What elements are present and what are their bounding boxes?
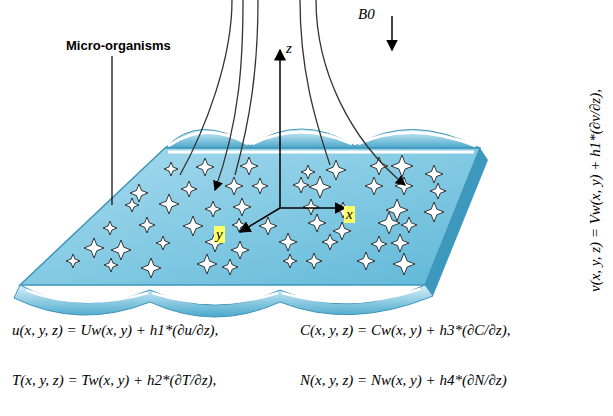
micro-organism [309, 176, 331, 198]
micro-organism [240, 157, 258, 175]
boundary-equation: T(x, y, z) = Tw(x, y) + h2*(∂T/∂z), [12, 372, 216, 389]
micro-organism [197, 254, 217, 274]
micro-organism [430, 183, 446, 199]
micro-organism [391, 234, 409, 252]
micro-organism [303, 199, 319, 215]
micro-organism [66, 254, 80, 268]
micro-organism [425, 165, 443, 183]
micro-organism [84, 238, 104, 258]
micro-organism [103, 221, 117, 235]
micro-organism [357, 252, 375, 270]
micro-organism [141, 258, 161, 278]
boundary-equation: N(x, y, z) = Nw(x, y) + h4*(∂N/∂z) [300, 372, 507, 389]
micro-organism [378, 212, 400, 234]
micro-organism [391, 155, 413, 177]
micro-organism [104, 258, 118, 272]
axis-label: z [284, 40, 294, 57]
micro-organism [225, 177, 243, 195]
micro-organism [393, 253, 415, 275]
micro-organism [293, 177, 309, 193]
micro-organism [233, 198, 251, 216]
micro-organism [308, 214, 326, 232]
micro-organism [159, 194, 179, 214]
micro-organism [283, 254, 297, 268]
micro-organism [111, 240, 131, 260]
micro-organism [156, 236, 170, 250]
micro-organism [222, 259, 238, 275]
micro-organism [371, 236, 387, 252]
axis-label: y [214, 226, 225, 243]
boundary-equation: u(x, y, z) = Uw(x, y) + h1*(∂u/∂z), [12, 322, 218, 339]
micro-organism [252, 178, 268, 194]
micro-organism [365, 177, 383, 195]
micro-organism [395, 177, 413, 195]
axis-label: B0 [356, 6, 377, 23]
micro-organism [424, 202, 444, 222]
micro-organism [125, 198, 139, 212]
axis-label: x [344, 206, 355, 223]
micro-organism [306, 253, 322, 269]
micro-organism [401, 217, 417, 233]
micro-organism [139, 217, 155, 233]
part-label: Micro-organisms [66, 38, 171, 53]
micro-organism [196, 158, 214, 176]
boundary-equation: v(x, y, z) = Vw(x, y) + h1*(∂v/∂z), [586, 89, 603, 292]
micro-organism [333, 222, 351, 240]
micro-organism [279, 233, 297, 251]
micro-organism [301, 165, 315, 179]
micro-organism [164, 162, 178, 176]
micro-organism [181, 181, 197, 197]
micro-organism [183, 216, 203, 236]
boundary-equation: C(x, y, z) = Cw(x, y) + h3*(∂C/∂z), [300, 322, 510, 339]
micro-organism [322, 234, 338, 250]
micro-organism [205, 201, 221, 217]
micro-organism [231, 241, 249, 259]
